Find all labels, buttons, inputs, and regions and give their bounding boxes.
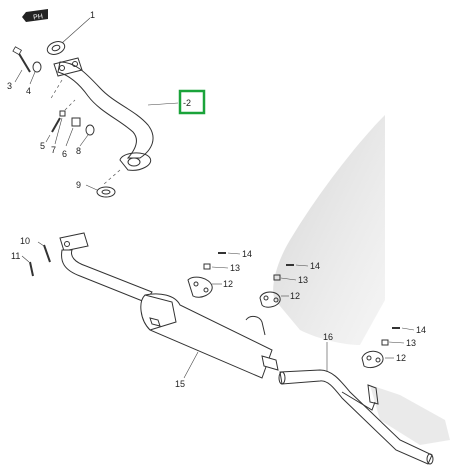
callout-12-c: 12 [396,353,406,363]
callout-8: 8 [76,146,81,156]
callout-14-a: 14 [242,249,252,259]
bolt-part-5 [45,117,61,143]
callout-14-b: 14 [310,261,320,271]
callout-12-a: 12 [223,279,233,289]
bolt-part-14-c [392,327,415,331]
callout-13-c: 13 [406,338,416,348]
hanger-bracket-part-12-c [361,350,394,369]
callout-1: 1 [90,10,95,20]
callout-16: 16 [323,332,333,342]
stud-part-11 [21,255,34,277]
hanger-bracket-part-12-a [187,276,222,298]
grommet-part-13-a [203,263,229,270]
callout-6: 6 [62,149,67,159]
front-pipe-part-2 [53,57,179,171]
tailpipe-part-16 [278,342,434,465]
background-shading-lower [370,385,450,445]
bolt-part-14-b [286,264,309,267]
grommet-part-13-c [381,339,405,346]
background-shading [273,115,385,345]
highlight-box [178,89,206,115]
bolt-part-3 [12,46,31,83]
callout-14-c: 14 [416,325,426,335]
callout-11: 11 [11,251,20,261]
callout-3: 3 [7,81,12,91]
muffler-part-15 [59,232,279,379]
grommet-part-13-b [273,274,297,281]
callout-10: 10 [20,236,30,246]
callout-5: 5 [40,141,45,151]
callout-15: 15 [175,379,185,389]
gasket-part-1 [46,17,91,55]
callout-9: 9 [76,180,81,190]
washer-part-8 [79,124,95,147]
nut-part-6 [65,117,81,147]
ph-badge: PH [22,9,48,22]
stud-part-7 [54,110,66,145]
ph-badge-text: PH [33,13,44,21]
callout-12-b: 12 [290,291,300,301]
callout-7: 7 [51,145,56,155]
hanger-bracket-part-12-b [259,291,289,308]
callout-2: -2 [183,98,191,108]
callout-13-a: 13 [230,263,240,273]
bolt-part-14-a [218,252,241,255]
callout-4: 4 [26,86,31,96]
callout-13-b: 13 [298,275,308,285]
washer-part-4 [29,61,42,85]
gasket-part-9 [85,184,116,198]
bolt-part-10 [37,241,51,263]
